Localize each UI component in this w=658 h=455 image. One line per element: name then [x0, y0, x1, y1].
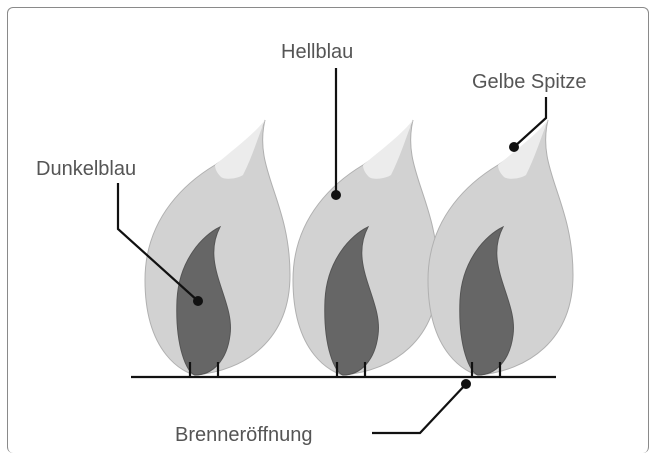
marker-gelbe-spitze: [509, 142, 519, 152]
leader-brenneroeffnung: [372, 383, 467, 435]
label-brenneroeffnung: Brenneröffnung: [175, 424, 313, 446]
flame-1: [144, 119, 291, 376]
label-hellblau: Hellblau: [281, 41, 353, 63]
leader-gelbe-spitze: [513, 97, 548, 148]
flame-2: [292, 119, 439, 376]
label-gelbe-spitze: Gelbe Spitze: [472, 71, 587, 93]
label-dunkelblau: Dunkelblau: [36, 158, 136, 180]
flame-3: [427, 119, 574, 376]
leader-dunkelblau: [116, 183, 199, 302]
marker-brenneroeffnung: [461, 379, 471, 389]
marker-hellblau: [331, 190, 341, 200]
marker-dunkelblau: [193, 296, 203, 306]
